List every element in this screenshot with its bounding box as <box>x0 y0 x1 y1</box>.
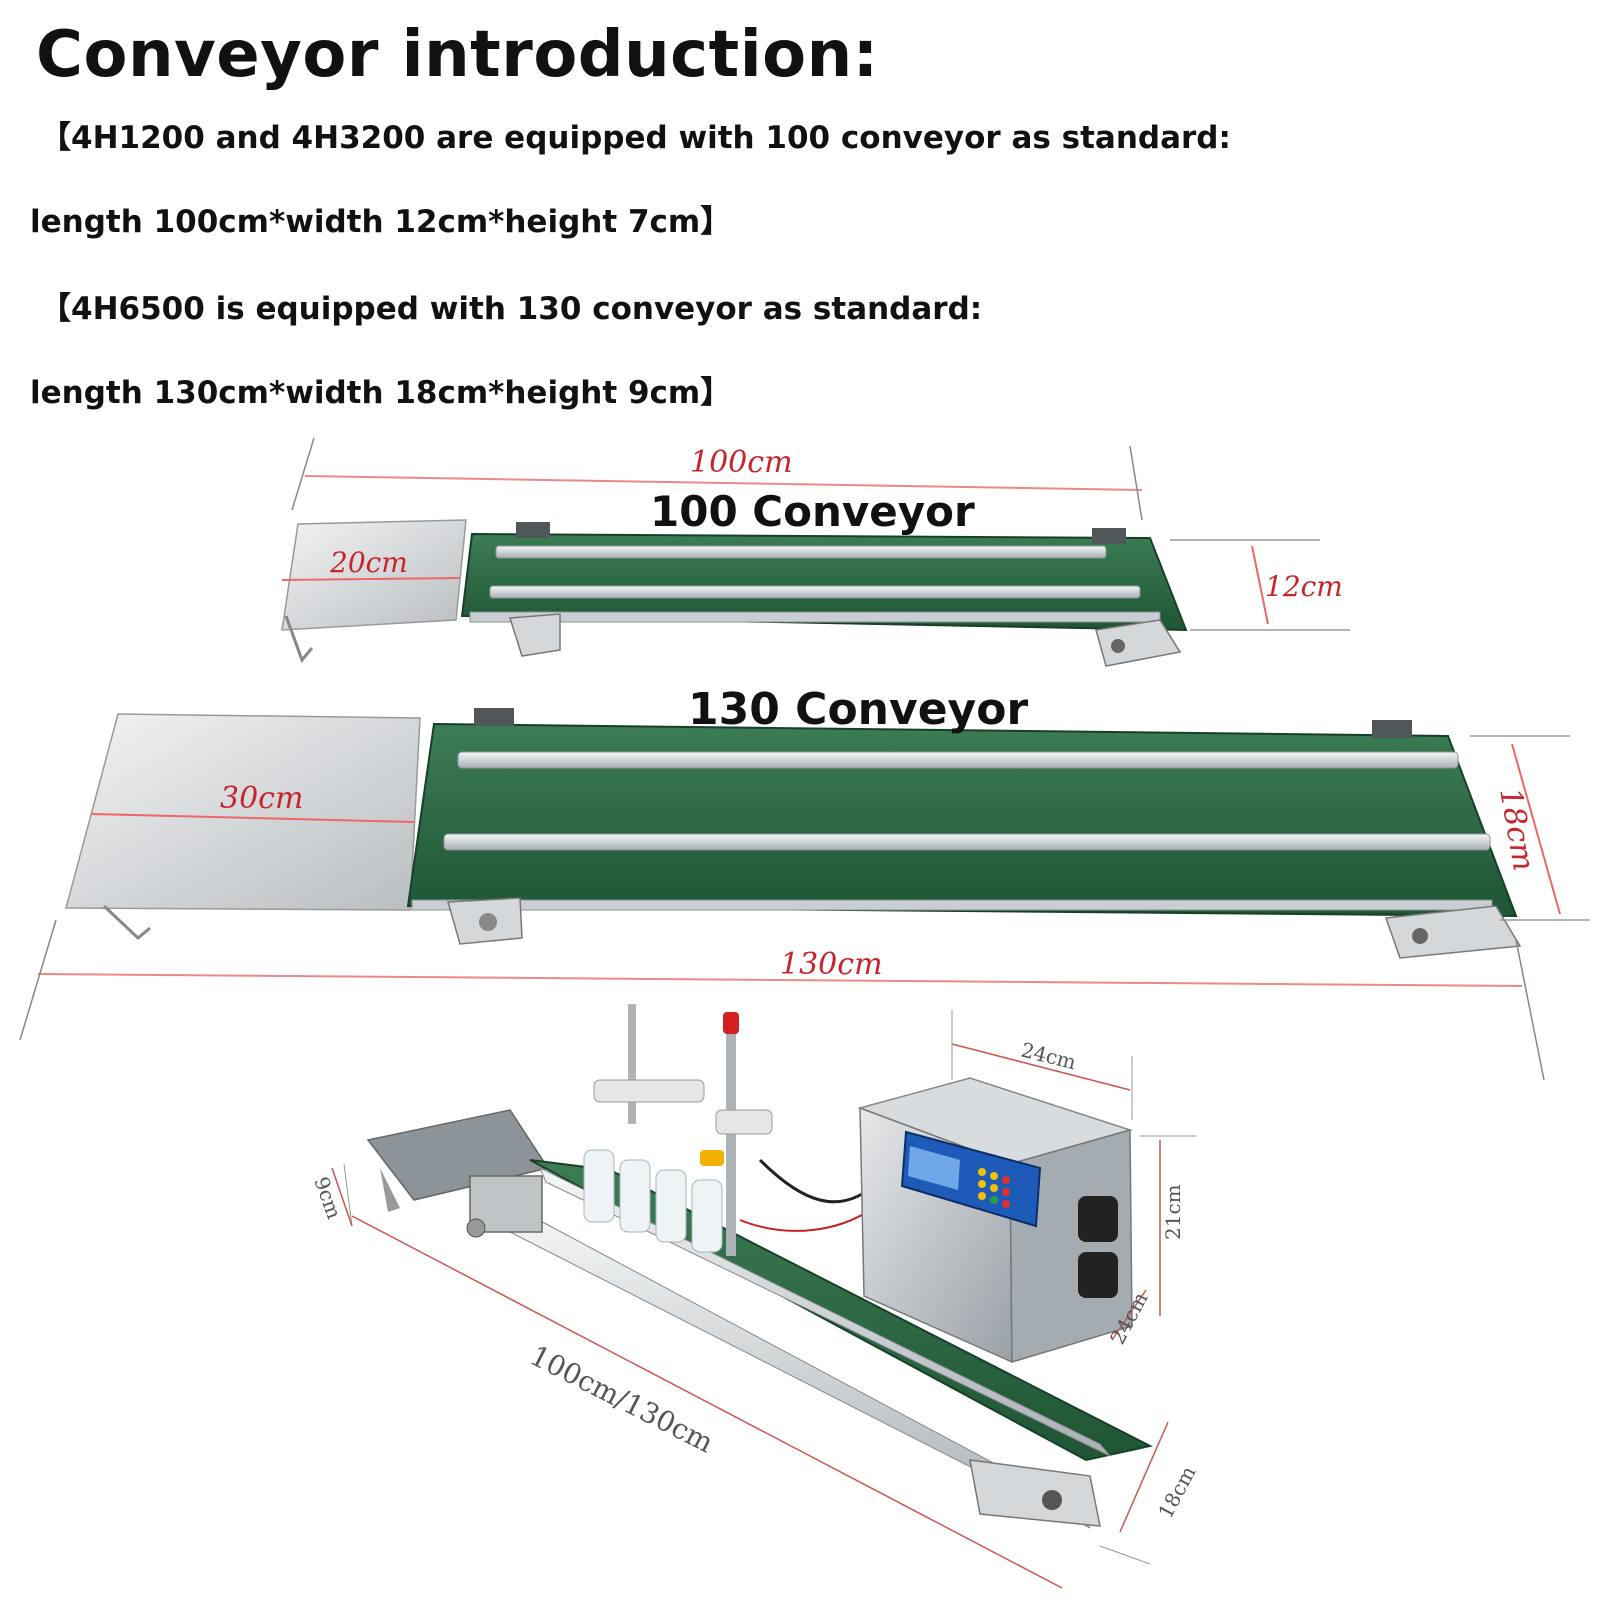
dimension-tick <box>291 437 315 511</box>
conveyor-100-rail-top <box>495 545 1107 559</box>
page-title: Conveyor introduction: <box>36 18 879 92</box>
nozzle-pole <box>628 1004 636 1124</box>
dimension-tick <box>19 919 57 1041</box>
belt-width-label: 18cm <box>1153 1462 1200 1522</box>
conveyor-100-length-line <box>304 475 1143 491</box>
conveyor-130-motor <box>479 913 497 931</box>
conveyor-130-width-label: 18cm <box>1492 785 1541 873</box>
machine-roller <box>1042 1490 1062 1510</box>
conveyor-100-bracket <box>1092 528 1126 544</box>
conveyor-130-bracket <box>474 708 514 726</box>
conveyor-100-roller <box>1111 639 1125 653</box>
pump-head <box>1078 1196 1118 1242</box>
conveyor-100-rail-bottom <box>489 585 1141 599</box>
conveyor-130-tray-line <box>91 813 415 823</box>
bottle <box>583 1149 615 1223</box>
conveyor-100-width-line <box>1251 545 1269 625</box>
dimension-tick <box>1099 1545 1151 1565</box>
conveyor-100-frame <box>469 611 1161 623</box>
machine-motor-knob <box>466 1218 486 1238</box>
dimension-tick <box>1129 445 1143 521</box>
tray-leg <box>380 1168 400 1212</box>
conveyor-130-belt <box>406 722 1518 918</box>
conveyor-100-tray-label: 20cm <box>329 546 408 579</box>
conveyor-100-bracket <box>516 522 550 538</box>
conveyor-130-length-line <box>37 973 1523 987</box>
conveyor-100-end-plate <box>1095 619 1182 667</box>
conveyor-130-width-line <box>1511 743 1561 915</box>
tray-leg <box>284 615 314 663</box>
bottles <box>583 1149 723 1253</box>
pole-cap <box>723 1012 739 1034</box>
conveyor-130-tray-label: 30cm <box>220 781 303 816</box>
conveyor-130-label: 130 Conveyor <box>688 684 1028 735</box>
conveyor-100-diagram: 100cm 20cm 100 Conveyor 12cm <box>281 437 1350 667</box>
belt-width-line <box>1119 1421 1169 1533</box>
machine-length-line <box>351 1215 1063 1589</box>
bottle <box>655 1169 687 1243</box>
filling-machine-diagram: 24cm 21cm 24cm 100cm/130cm 9cm 18cm <box>309 1004 1201 1589</box>
machine-end-plate <box>969 1459 1101 1527</box>
conveyor-100-tray <box>281 519 467 631</box>
cabinet-side <box>1009 1129 1133 1364</box>
conveyor-130-tray <box>65 713 421 911</box>
spec-line-4: length 130cm*width 18cm*height 9cm】 <box>30 375 732 411</box>
conveyor-100-motor-plate <box>509 613 561 657</box>
tray-leg <box>102 904 151 941</box>
conveyor-130-end-plate <box>1384 905 1522 959</box>
conveyor-130-rail-bottom <box>443 833 1491 851</box>
conveyor-100-length-label: 100cm <box>690 445 793 480</box>
pump-heads <box>1078 1196 1118 1298</box>
machine-height-line <box>331 1167 353 1227</box>
conveyor-130-rail-top <box>457 751 1459 769</box>
conveyor-100-width-label: 12cm <box>1265 570 1343 603</box>
machine-height-label: 9cm <box>309 1174 346 1223</box>
conveyor-130-length-label: 130cm <box>780 947 883 982</box>
signal-cable <box>739 1209 871 1232</box>
control-screen <box>908 1146 960 1190</box>
spec-line-3: 【4H6500 is equipped with 130 conveyor as… <box>40 291 983 327</box>
bottle <box>619 1159 651 1233</box>
conveyor-130-frame <box>411 899 1493 911</box>
spec-line-1: 【4H1200 and 4H3200 are equipped with 100… <box>40 120 1231 156</box>
pump-head <box>1078 1252 1118 1298</box>
clamp-knob <box>700 1150 724 1166</box>
conveyor-100-tray-line <box>281 577 461 581</box>
conveyor-100-label: 100 Conveyor <box>650 487 975 536</box>
conveyor-130-bracket <box>1372 720 1412 738</box>
nozzle-manifold <box>593 1079 705 1103</box>
keypad <box>978 1168 1010 1208</box>
machine-motor <box>469 1175 543 1233</box>
dimension-tick <box>343 1163 353 1227</box>
cabinet-height-label: 21cm <box>1161 1184 1185 1240</box>
nozzle-pole <box>726 1016 736 1256</box>
cabinet-width-line <box>951 1043 1131 1091</box>
dimension-tick <box>1515 939 1545 1081</box>
cabinet-depth-line <box>1111 1289 1147 1341</box>
conveyor-130-diagram: 30cm 130 Conveyor 18cm 130cm <box>19 684 1590 1081</box>
nozzle-clamp <box>715 1109 773 1135</box>
spec-line-2: length 100cm*width 12cm*height 7cm】 <box>30 204 732 240</box>
bottle <box>691 1179 723 1253</box>
conveyor-130-roller <box>1412 928 1428 944</box>
